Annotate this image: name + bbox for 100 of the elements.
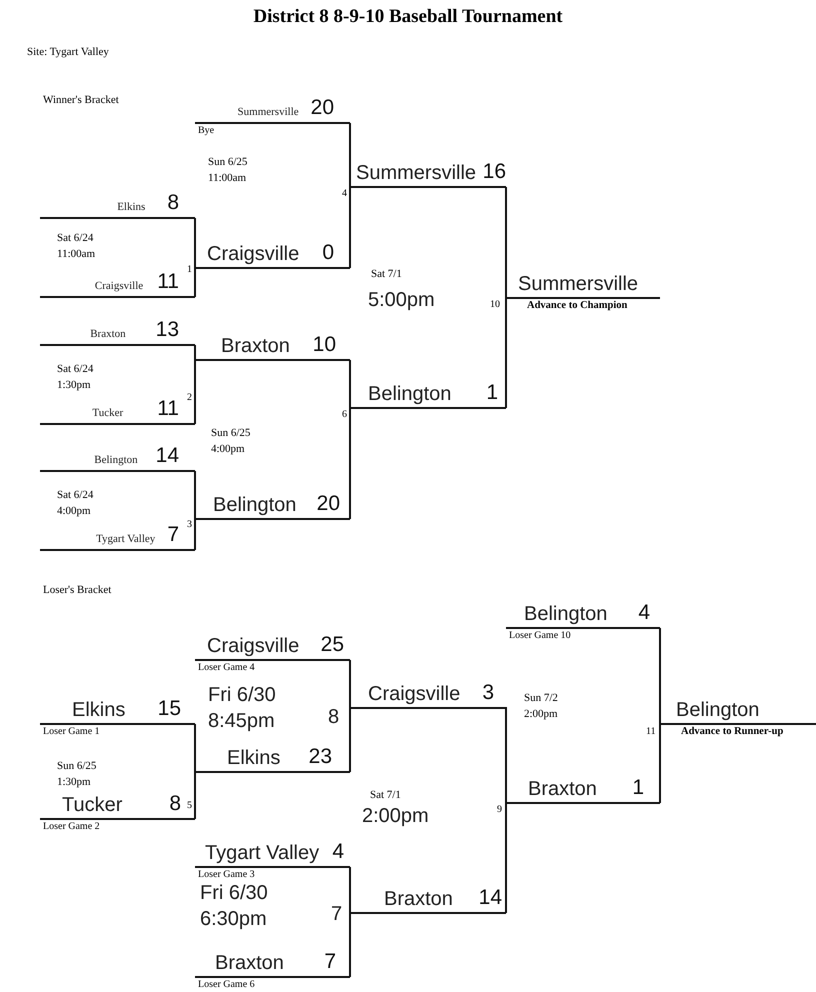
game-number: 7 (331, 902, 342, 927)
team-name: Summersville (356, 162, 476, 186)
slot-note: Loser Game 6 (198, 979, 255, 990)
game-time: Sun 6/25 1:30pm (57, 759, 98, 790)
game-number: 5 (187, 800, 192, 812)
section-heading: Winner's Bracket (43, 93, 120, 108)
bracket-connector (505, 803, 507, 914)
team-name: Craigsville (207, 243, 300, 267)
bracket-connector (194, 470, 196, 519)
score: 14 (156, 444, 179, 469)
bracket-connector (349, 187, 351, 269)
game-time: Sat 6/24 1:30pm (57, 362, 94, 393)
slot-note: Loser Game 4 (198, 662, 255, 673)
score: 20 (316, 492, 340, 517)
game-time: 2:00pm (362, 804, 430, 829)
game-date: Sat 7/1 (371, 267, 403, 282)
game-time: 5:00pm (368, 288, 436, 313)
slot-note: Loser Game 2 (43, 821, 100, 832)
game-number: 2 (187, 392, 192, 404)
bracket-connector (194, 268, 196, 298)
bracket-connector (194, 519, 196, 551)
team-name: Belington (676, 699, 760, 723)
game-time: Fri 6/30 6:30pm (200, 881, 269, 932)
team-name: Belington (94, 454, 138, 468)
section-heading: Loser's Bracket (43, 583, 112, 598)
bracket-connector (505, 298, 507, 409)
team-name: Summersville (518, 273, 638, 297)
score: 7 (324, 950, 336, 975)
bracket-connector (659, 724, 661, 804)
slot-note: Loser Game 1 (43, 726, 100, 737)
team-name: Belington (524, 603, 608, 627)
score: 15 (158, 697, 181, 722)
score: 3 (482, 681, 494, 706)
score: 8 (169, 792, 181, 817)
bracket-connector (194, 772, 196, 820)
team-name: Braxton (215, 952, 284, 976)
bracket-connector (349, 659, 351, 708)
score: 11 (157, 270, 179, 295)
score: 8 (167, 191, 179, 216)
team-name: Craigsville (94, 280, 144, 294)
game-number: 1 (187, 264, 192, 276)
bracket-connector (194, 360, 196, 425)
team-name: Elkins (117, 201, 146, 215)
game-time: Sat 6/24 11:00am (57, 231, 96, 262)
team-name: Belington (213, 494, 296, 518)
game-time: Sat 6/24 4:00pm (57, 488, 94, 519)
score: 4 (638, 601, 650, 626)
score: 23 (308, 745, 332, 770)
bracket-connector (194, 723, 196, 772)
score: 25 (320, 633, 344, 658)
team-name: Summersville (238, 106, 299, 120)
score: 16 (482, 160, 506, 185)
team-name: Belington (368, 383, 452, 407)
team-name: Craigsville (207, 635, 300, 659)
slot-note: Bye (198, 125, 214, 136)
team-name: Braxton (528, 778, 597, 802)
bracket-connector (659, 627, 661, 724)
bracket-connector (349, 708, 351, 773)
game-number: 4 (342, 188, 347, 200)
bracket-connector (349, 408, 351, 520)
score: 20 (310, 96, 334, 121)
team-name: Elkins (72, 699, 126, 723)
team-name: Elkins (227, 747, 280, 771)
title: District 8 8-9-10 Baseball Tournament (252, 6, 564, 28)
game-date: Sat 7/1 (370, 788, 402, 803)
score: 1 (486, 381, 498, 406)
score: 4 (332, 840, 344, 865)
advance-note: Advance to Runner-up (681, 726, 784, 737)
team-name: Tucker (62, 794, 122, 818)
slot-note: Loser Game 3 (198, 869, 255, 880)
game-time: Fri 6/30 8:45pm (208, 683, 277, 734)
game-number: 8 (328, 705, 340, 730)
slot-note: Loser Game 10 (509, 630, 571, 641)
game-time: Sun 7/2 2:00pm (524, 691, 559, 722)
advance-note: Advance to Champion (527, 300, 628, 311)
bracket-connector (194, 344, 196, 360)
team-name: Braxton (221, 335, 290, 359)
score: 14 (478, 886, 502, 911)
bracket-connector (505, 186, 507, 298)
game-number: 9 (497, 804, 502, 816)
team-name: Tucker (92, 407, 124, 421)
score: 10 (312, 333, 336, 358)
score: 7 (167, 523, 179, 548)
score: 1 (632, 776, 644, 801)
score: 13 (156, 318, 179, 343)
game-time: Sun 6/25 11:00am (208, 155, 248, 186)
bracket-connector (349, 866, 351, 913)
score: 0 (322, 241, 334, 266)
game-number: 6 (342, 409, 347, 421)
team-name: Tygart Valley (205, 842, 320, 866)
bracket-connector (349, 359, 351, 408)
team-name: Braxton (384, 888, 453, 912)
game-number: 10 (490, 299, 500, 311)
site-note: Site: Tygart Valley (27, 45, 110, 60)
game-number: 3 (187, 519, 192, 531)
score: 11 (157, 397, 179, 422)
bracket-connector (194, 217, 196, 268)
team-name: Craigsville (368, 683, 460, 707)
team-name: Braxton (90, 328, 126, 342)
bracket-connector (500, 707, 507, 803)
